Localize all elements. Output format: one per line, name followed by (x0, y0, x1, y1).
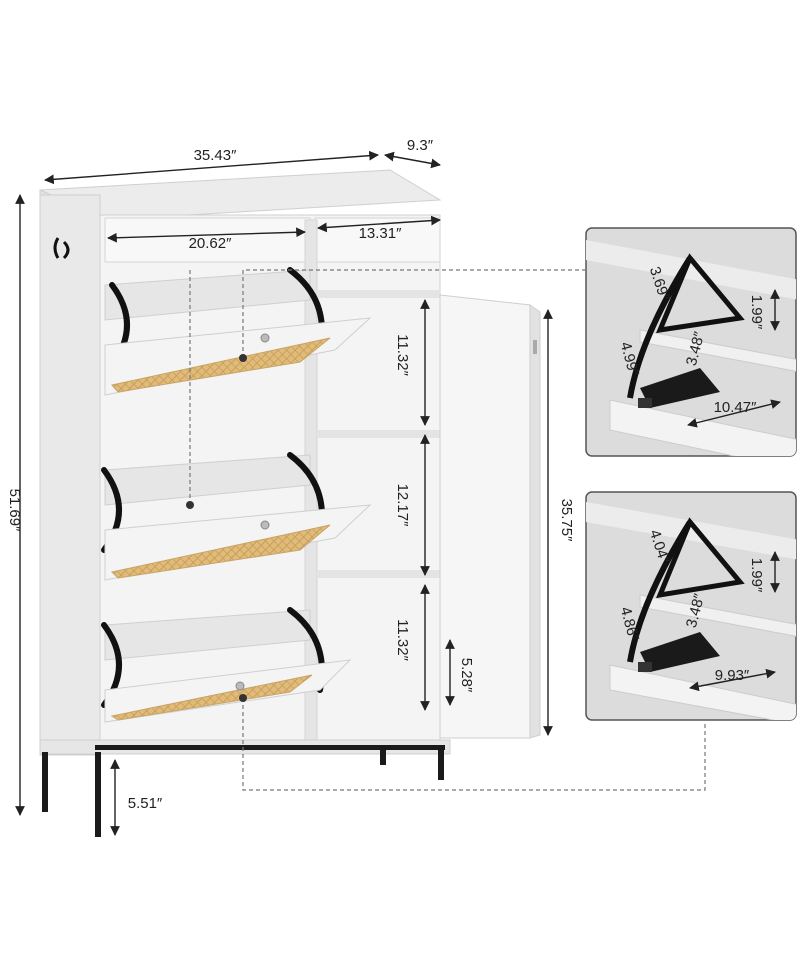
dim-leg-height: 5.51″ (128, 795, 163, 812)
detail-top-height: 1.99″ (748, 295, 765, 330)
detail-connectors (186, 269, 706, 791)
detail-panel-bottom (585, 491, 797, 721)
dim-door-bottom-gap: 5.28″ (458, 658, 475, 693)
dim-drawer-spacing-top: 11.32″ (394, 334, 411, 376)
dim-overall-depth: 9.3″ (407, 137, 434, 154)
flip-drawer-top[interactable] (104, 267, 372, 396)
hook-icon (53, 237, 70, 260)
dim-right-compartment-width: 13.31″ (359, 225, 403, 242)
dim-overall-height: 51.69″ (6, 489, 23, 533)
dim-cabinet-body-height: 35.75″ (558, 499, 575, 543)
dim-drawer-width: 20.62″ (189, 235, 233, 252)
flip-drawer-middle[interactable] (101, 452, 372, 581)
detail-bottom-height: 1.99″ (748, 558, 765, 593)
dim-drawer-spacing-bottom: 11.32″ (394, 619, 411, 661)
dim-drawer-spacing-middle: 12.17″ (394, 484, 411, 528)
dim-overall-width: 35.43″ (194, 147, 238, 164)
detail-top-depth: 10.47″ (714, 399, 758, 416)
detail-bottom-depth: 9.93″ (715, 667, 750, 684)
metal-legs (42, 745, 445, 837)
flip-drawer-bottom[interactable] (101, 607, 352, 723)
cabinet-door[interactable] (439, 294, 541, 739)
left-side-panel (39, 194, 101, 756)
right-compartment (318, 290, 440, 578)
detail-panel-top (585, 227, 797, 457)
